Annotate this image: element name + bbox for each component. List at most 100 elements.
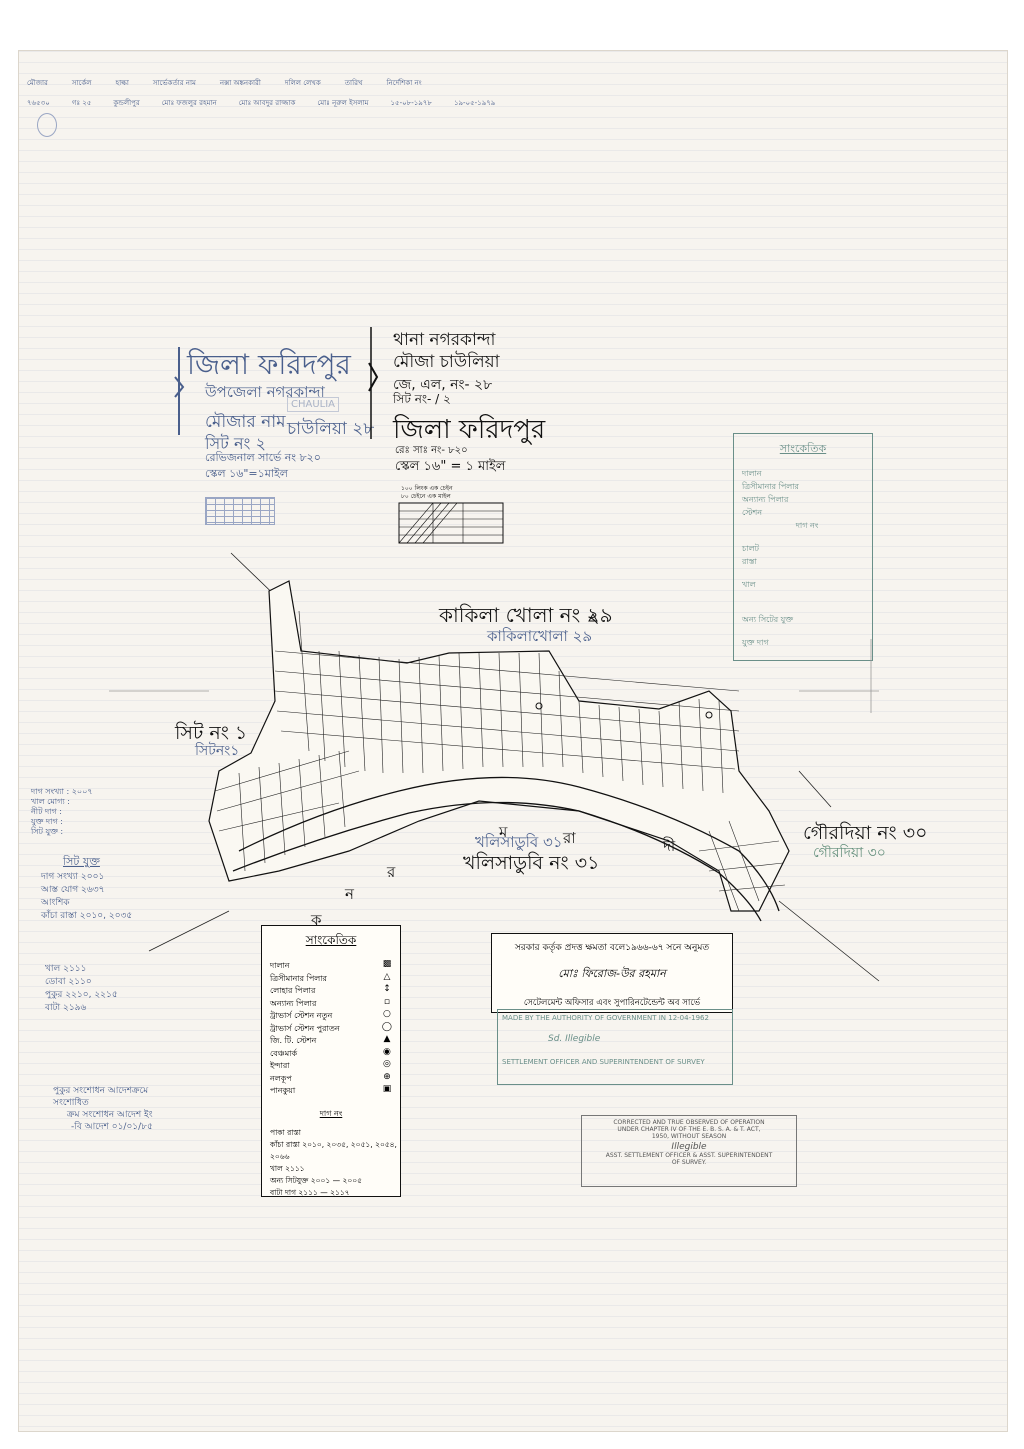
legend-row: বাটা দাগ ২১১১ — ২১১৭: [270, 1187, 350, 1197]
triangle-icon: △: [383, 971, 391, 982]
margin-note: সিট যুক্ত :: [31, 827, 64, 836]
left-panel-arrow: [174, 347, 185, 435]
pillar-icon: ↕: [383, 984, 391, 994]
corrected-signature: Illegible: [671, 1142, 707, 1152]
parcel-grid-north: [274, 610, 740, 794]
right-legend-item: খাল: [742, 580, 756, 589]
header-label: সার্ভেকর্তার নাম: [152, 79, 196, 87]
title-scale: স্কেল ১৬" = ১ মাইল: [395, 459, 506, 474]
left-district: জিলা ফরিদপুর: [187, 348, 351, 381]
legend-row: খাল ২১১১: [270, 1163, 305, 1173]
title-mouza: মৌজা চাউলিয়া: [393, 352, 500, 372]
title-sheet: সিট নং- / ২: [393, 392, 451, 406]
river-south-bank: [232, 801, 762, 922]
pillar-other-icon: ▫: [383, 996, 391, 1007]
header-value: ১৫-০৮-১৯৭৮: [390, 99, 432, 107]
corrected-line-3: 1950, WITHOUT SEASON: [651, 1133, 727, 1140]
right-legend-item: অন্যান্য পিলার: [742, 495, 789, 504]
right-legend-item: দালান: [742, 469, 762, 478]
right-legend-item: যুক্ত দাগ: [742, 638, 769, 647]
scale-note-2: ৮০ চেইনে এক মাইল: [401, 493, 451, 500]
margin-bullet: আস্ত যোগ ২৬৩৭: [41, 885, 105, 895]
river-letter: ম: [498, 823, 508, 841]
boundary-north: কাকিলা খোলা নং ২৯: [439, 603, 613, 627]
boundary-south: খলিসাডুবি নং ৩১: [463, 852, 600, 874]
legend-item: ত্রিসীমানার পিলার: [270, 973, 327, 983]
margin-sheet-join: সিট যুক্ত: [63, 855, 100, 868]
title-thana: থানা নগরকান্দা: [393, 330, 496, 350]
circle-mark: [37, 113, 57, 137]
header-value: গঃ ২৫: [71, 99, 92, 107]
authority-stamp: MADE BY THE AUTHORITY OF GOVERNMENT IN 1…: [497, 1009, 733, 1085]
certificate-box: সরকার কর্তৃক প্রদত্ত ক্ষমতা বলে১৯৬৬-৬৭ স…: [491, 933, 733, 1013]
right-legend-item: স্টেশন: [742, 508, 763, 517]
river-letter: ক: [310, 911, 322, 929]
river-north-bank: [238, 776, 780, 912]
boundary-guide-line: [798, 770, 832, 808]
margin-footnote: সংশোধিত: [53, 1098, 89, 1108]
legend-item: পানকুয়া: [270, 1086, 296, 1095]
margin-bullet: ডোবা ২১১০: [45, 977, 92, 987]
boundary-west-stamp: সিটনং১: [195, 743, 240, 759]
legend-item: জি. টি. স্টেশন: [270, 1036, 317, 1045]
right-legend-stamp: সাংকেতিক দালান ত্রিসীমানার পিলার অন্যান্…: [733, 433, 873, 661]
legend-section-title: দাগ নং: [319, 1108, 343, 1118]
scale-note-1: ১০০ লিংক এক চেইন: [401, 485, 453, 492]
header-value: মোঃ নূরুল ইসলাম: [317, 99, 369, 107]
right-legend-item: দাগ নং: [795, 521, 819, 530]
right-legend-item: রাস্তা: [742, 557, 757, 566]
legend-item: লোহার পিলার: [270, 986, 316, 995]
header-label: দলিল লেখক: [284, 79, 321, 87]
legend-item: নলকূপ: [270, 1073, 292, 1083]
legend-row: পাকা রাস্তা: [270, 1127, 301, 1137]
legend-symbols: ▩△↕ ▫○◯ ▲◉◎ ⊕▣: [382, 958, 392, 1096]
traverse-station-mark: [535, 702, 543, 710]
margin-note: খাল মোগ্য :: [31, 797, 70, 806]
header-label: হাল্কা: [115, 79, 129, 87]
margin-bullets: দাগ সংখ্যা ২০০১ আস্ত যোগ ২৬৩৭ আংশিক কাঁচ…: [41, 871, 132, 923]
legend-item: দালান: [270, 961, 290, 970]
certificate-line-1: সরকার কর্তৃক প্রদত্ত ক্ষমতা বলে১৯৬৬-৬৭ স…: [514, 943, 710, 953]
well-icon: ◎: [383, 1059, 391, 1069]
margin-bullet: পুকুর ২২১০, ২২১৫: [45, 990, 118, 1000]
header-value: মোঃ ফজলুর রহমান: [161, 99, 217, 107]
boundary-guide-line: [778, 900, 880, 982]
diagonal-scale: [398, 502, 504, 544]
margin-bullet: বাটা ২১৯৬: [45, 1003, 87, 1013]
traverse-station-mark: [705, 711, 713, 719]
corrected-line-1: CORRECTED AND TRUE OBSERVED OF OPERATION: [613, 1119, 765, 1126]
boundary-north-stamp: কাকিলাখোলা ২৯: [487, 627, 593, 645]
margin-bullet: কাঁচা রাস্তা ২০১০, ২০৩৫: [41, 911, 133, 921]
corrected-stamp: CORRECTED AND TRUE OBSERVED OF OPERATION…: [581, 1115, 797, 1187]
boundary-east: গৌরদিয়া নং ৩০: [803, 822, 928, 844]
legend-title: সাংকেতিক: [305, 933, 357, 947]
title-block-bracket: [368, 327, 379, 439]
boundary-west: সিট নং ১: [175, 722, 248, 744]
header-value: কুন্ডলীপুর: [113, 99, 140, 107]
left-sheet: সিট নং ২: [205, 434, 266, 453]
margin-note: দাগ সংখ্যা : ২০০৭: [31, 787, 93, 796]
margin-footnote: -বি আদেশ ০১/০১/৮৫: [71, 1122, 153, 1132]
right-legend-title: সাংকেতিক: [779, 442, 827, 455]
left-mouza-value: চাউলিয়া ২৮: [287, 419, 375, 439]
margin-bullets-lower: খাল ২১১১ ডোবা ২১১০ পুকুর ২২১০, ২২১৫ বাটা…: [45, 963, 118, 1015]
legend-row: কাঁচা রাস্তা ২০১০, ২০৩৫, ২০৫১, ২০৫৪, ২০৬…: [270, 1139, 397, 1161]
corrected-line-2: UNDER CHAPTER IV OF THE E. B. S. A. & T.…: [617, 1126, 761, 1133]
margin-bullet: খাল ২১১১: [45, 964, 87, 974]
right-legend-item: চালট: [742, 544, 759, 553]
margin-notes-top: দাগ সংখ্যা : ২০০৭ খাল মোগ্য : নীট দাগ : …: [31, 787, 93, 837]
certificate-line-2: সেটেলমেন্ট অফিসার এবং সুপারিনটেন্ডেন্ট অ…: [523, 998, 701, 1008]
header-label: তারিখ: [344, 79, 363, 87]
header-label: নক্সা অঙ্কনকারী: [219, 79, 261, 87]
tubewell-icon: ⊕: [383, 1071, 391, 1082]
authority-line-1: MADE BY THE AUTHORITY OF GOVERNMENT IN 1…: [502, 1014, 709, 1022]
left-mouza-english: CHAULIA: [287, 397, 340, 412]
left-mouza-label: মৌজার নাম: [205, 412, 286, 432]
legend-item: ট্রাভার্স স্টেশন নতুন: [270, 1011, 333, 1020]
cadastral-map: ম রা র দী ন ক: [109, 552, 880, 982]
certificate-signature: মোঃ ফিরোজ-উর রহমান: [558, 967, 666, 980]
header-value: মোঃ আবদুর রাজ্জাক: [238, 99, 296, 107]
corrected-line-4: ASST. SETTLEMENT OFFICER & ASST. SUPERIN…: [605, 1152, 773, 1159]
title-jl-number: জে, এল, নং- ২৮: [393, 377, 493, 393]
benchmark-icon: ◉: [383, 1046, 391, 1057]
